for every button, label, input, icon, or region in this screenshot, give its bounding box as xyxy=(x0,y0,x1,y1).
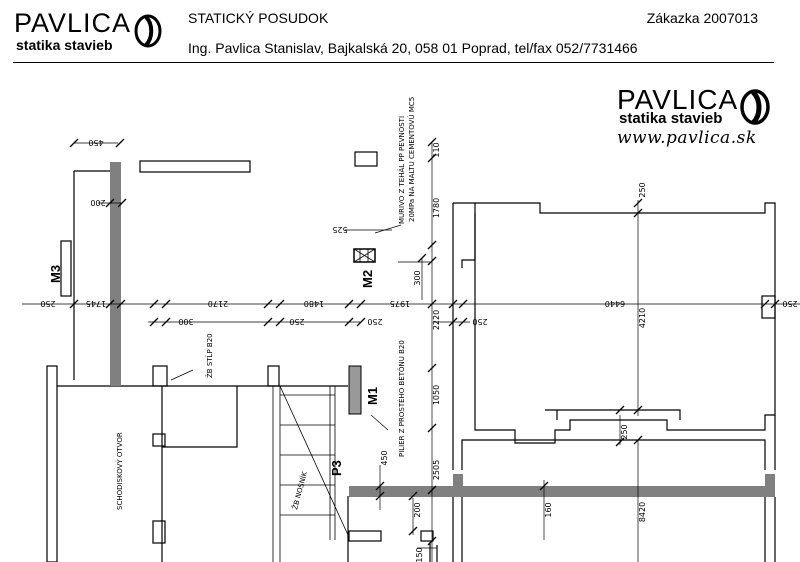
dim-250-top: 250 xyxy=(638,182,647,197)
dim-4210: 4210 xyxy=(638,308,647,328)
order-number: Zákazka 2007013 xyxy=(646,10,758,26)
mark-p3: P3 xyxy=(329,460,344,476)
wall-outlines xyxy=(46,151,776,562)
dim-1975: 1975 xyxy=(390,299,410,308)
load-bearing-elements xyxy=(110,162,775,497)
page-header: PAVLICA statika stavieb STATICKÝ POSUDOK… xyxy=(0,0,800,63)
brand-logo: PAVLICA statika stavieb www.pavlica.sk xyxy=(617,86,777,156)
logo-wordmark: PAVLICA xyxy=(14,8,132,38)
dim-525: 525 xyxy=(332,225,347,234)
dim-450: 450 xyxy=(88,138,103,147)
dim-300: 300 xyxy=(178,317,193,326)
dim-1745: 1745 xyxy=(86,299,106,308)
company-logo: PAVLICA statika stavieb xyxy=(14,10,164,54)
label-beam: ŽB NOSNÍK xyxy=(290,470,309,510)
element-marks: M3 M2 M1 P3 xyxy=(48,265,380,476)
dimension-ticks xyxy=(69,137,780,546)
dim-2505: 2505 xyxy=(432,460,441,480)
dim-450-v: 450 xyxy=(380,450,389,465)
dim-250-b: 250 xyxy=(289,317,304,326)
dim-8420: 8420 xyxy=(638,502,647,522)
brand-wordmark: PAVLICA xyxy=(617,84,739,115)
logo-subtitle: statika stavieb xyxy=(16,37,113,53)
brand-subtitle: statika stavieb xyxy=(619,110,723,127)
author-address: Ing. Pavlica Stanislav, Bajkalská 20, 05… xyxy=(188,40,638,56)
brand-url: www.pavlica.sk xyxy=(617,128,757,148)
column-m1 xyxy=(348,365,362,415)
dim-2170: 2170 xyxy=(208,299,228,308)
dim-160: 160 xyxy=(544,502,553,517)
dim-2220: 2220 xyxy=(432,310,441,330)
mark-m2: M2 xyxy=(360,270,375,288)
label-stair-opening: SCHODISKOVÝ OTVOR xyxy=(115,432,124,510)
dim-250-d: 250 xyxy=(472,317,487,326)
dim-200-v: 200 xyxy=(413,502,422,517)
dim-300-v: 300 xyxy=(413,270,422,285)
floor-plan-drawing: 450 200 525 250 1745 2170 1480 1975 6440… xyxy=(22,97,800,562)
stair-outline xyxy=(272,385,349,562)
label-column: ŽB STĹP B20 xyxy=(205,333,214,378)
brand-emblem-icon xyxy=(740,89,770,125)
dim-250-left: 250 xyxy=(40,299,55,308)
mark-m3: M3 xyxy=(48,265,63,283)
document-title: STATICKÝ POSUDOK xyxy=(188,10,329,26)
dim-1480: 1480 xyxy=(304,299,324,308)
dimension-texts: 450 200 525 250 1745 2170 1480 1975 6440… xyxy=(40,138,797,562)
dim-250-c: 250 xyxy=(367,317,382,326)
dim-250-right: 250 xyxy=(782,299,797,308)
label-pier: PILIER Z PROSTÉHO BETÓNU B20 xyxy=(397,340,406,457)
dim-6440: 6440 xyxy=(605,299,625,308)
label-masonry: MURIVO Z TEHÁL PP PEVNOSTI xyxy=(397,116,406,224)
dim-110: 110 xyxy=(432,142,441,157)
header-divider xyxy=(13,62,774,63)
dim-200: 200 xyxy=(90,198,105,207)
dim-150: 150 xyxy=(415,547,424,562)
logo-emblem-icon xyxy=(134,14,162,48)
label-masonry-mortar: 20MPa NA MALTU CEMENTOVÚ MC5 xyxy=(407,97,416,222)
dim-1780: 1780 xyxy=(432,198,441,218)
dim-1050: 1050 xyxy=(432,385,441,405)
dim-250-mid: 250 xyxy=(620,424,629,439)
mark-m1: M1 xyxy=(365,387,380,405)
